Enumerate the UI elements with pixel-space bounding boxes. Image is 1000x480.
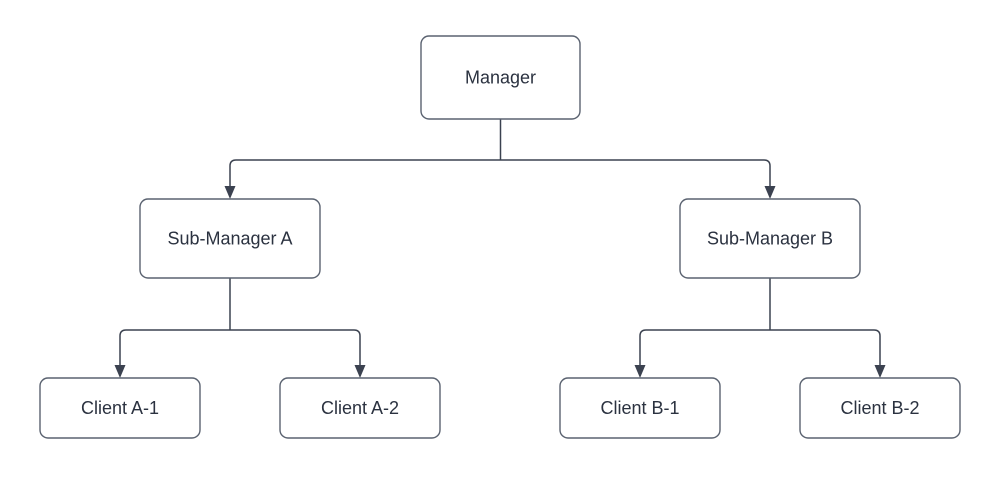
edge-sub-b-client-b2-arrowhead-icon [874, 365, 886, 378]
edge-sub-a-client-a2 [230, 329, 361, 365]
edge-manager-sub-a-arrowhead-icon [224, 186, 236, 199]
edge-sub-a-client-a1 [119, 329, 230, 365]
edges-layer [114, 119, 886, 378]
node-box-client_a2[interactable] [279, 377, 441, 439]
edge-sub-b-client-b2 [770, 329, 881, 365]
node-box-manager[interactable] [420, 35, 581, 120]
edge-manager-sub-b-arrowhead-icon [764, 186, 776, 199]
edge-manager-sub-a [229, 159, 501, 186]
node-box-client_b2[interactable] [799, 377, 961, 439]
node-manager[interactable]: Manager [420, 35, 581, 120]
node-box-sub_manager_b[interactable] [679, 198, 861, 279]
node-box-client_a1[interactable] [39, 377, 201, 439]
node-label-sub_manager_b: Sub-Manager B [707, 228, 833, 248]
node-label-client_a1: Client A-1 [81, 398, 159, 418]
node-box-client_b1[interactable] [559, 377, 721, 439]
node-label-sub_manager_a: Sub-Manager A [167, 228, 292, 248]
node-client_b1[interactable]: Client B-1 [559, 377, 721, 439]
node-client_b2[interactable]: Client B-2 [799, 377, 961, 439]
node-sub_manager_b[interactable]: Sub-Manager B [679, 198, 861, 279]
node-sub_manager_a[interactable]: Sub-Manager A [139, 198, 321, 279]
edge-sub-b-client-b1 [639, 329, 770, 365]
edge-sub-a-client-a1-arrowhead-icon [114, 365, 126, 378]
node-label-client_b2: Client B-2 [840, 398, 919, 418]
node-label-client_a2: Client A-2 [321, 398, 399, 418]
node-label-client_b1: Client B-1 [600, 398, 679, 418]
edge-manager-sub-b [500, 159, 771, 186]
edge-sub-b-client-b1-arrowhead-icon [634, 365, 646, 378]
node-label-manager: Manager [465, 67, 536, 87]
node-client_a1[interactable]: Client A-1 [39, 377, 201, 439]
node-client_a2[interactable]: Client A-2 [279, 377, 441, 439]
node-box-sub_manager_a[interactable] [139, 198, 321, 279]
edge-sub-a-client-a2-arrowhead-icon [354, 365, 366, 378]
